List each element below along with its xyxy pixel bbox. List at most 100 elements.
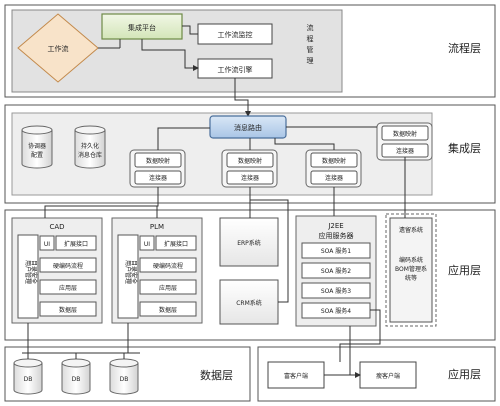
legacy-desc-2: BOM管理系 [395, 265, 427, 273]
data-mapping-label-3: 数据映射 [322, 157, 346, 165]
soa-service-2-label: SOA 服务2 [321, 267, 351, 275]
router-to-adapter-3 [274, 138, 335, 150]
cad-data-box[interactable] [39, 301, 97, 317]
pm-char-3: 管 [307, 45, 314, 54]
db-cylinder-2[interactable]: DB [61, 358, 91, 395]
erp-system-box[interactable] [219, 217, 279, 267]
thin-client-box[interactable] [359, 361, 417, 389]
adapter1-to-cad [44, 187, 159, 218]
soa-service-1-label: SOA 服务1 [321, 247, 351, 255]
cad-app-label: 应用层 [59, 284, 77, 292]
connector-label-2: 连接器 [241, 174, 259, 182]
db-label-1: DB [24, 376, 33, 383]
adapter-group-3: 数据映射 连接器 [305, 149, 362, 188]
layer-label-data: 数据层 [200, 368, 233, 382]
soa-to-fat-client [339, 309, 381, 362]
cad-title: CAD [49, 223, 64, 231]
db-label-2: DB [72, 376, 81, 383]
connector-engine-router [234, 78, 251, 117]
db-cylinder-1[interactable]: DB [13, 358, 43, 395]
connector-box-2[interactable] [226, 170, 274, 185]
plm-title: PLM [150, 223, 164, 231]
cad-ext-box[interactable] [55, 235, 97, 251]
data-mapping-label-1: 数据映射 [146, 157, 170, 165]
soa-service-1-box[interactable] [301, 242, 371, 259]
adapter2-to-crm [249, 187, 289, 303]
cad-ui-label: UI [44, 241, 50, 248]
plm-app-box[interactable] [139, 279, 197, 295]
connector-label-1: 连接器 [149, 174, 167, 182]
workflow-engine-label: 工作流引擎 [218, 65, 253, 74]
legacy-system-box[interactable] [389, 217, 433, 323]
thin-client-label: 瘦客户端 [376, 372, 400, 380]
erp-system-label: ERP系统 [237, 239, 261, 247]
legacy-desc-1: 编码系统 [399, 256, 423, 264]
data-mapping-box-4[interactable] [381, 125, 429, 141]
j2ee-title-2: 应用服务器 [319, 231, 354, 240]
pm-char-1: 流 [307, 23, 314, 32]
pm-char-4: 理 [307, 57, 314, 65]
connector-label-4: 连接器 [396, 147, 414, 155]
message-router-label: 消息路由 [234, 123, 262, 132]
db-label-3: DB [120, 376, 129, 383]
process-management-vertical: 流 程 管 理 [307, 23, 314, 65]
plm-ext-box[interactable] [155, 235, 197, 251]
cad-security-1: 用户管理 [24, 260, 32, 284]
fat-client-box[interactable] [267, 361, 325, 389]
persistence-cylinder[interactable]: 持久化 消息仓库 [74, 125, 106, 169]
cad-ui-box[interactable] [39, 235, 55, 251]
plm-data-label: 数据层 [159, 306, 177, 314]
legacy-system: 遗留系统 编码系统 BOM管理系 统等 [389, 217, 433, 323]
coordinator-cylinder[interactable]: 协调器 配置 [21, 125, 53, 169]
cad-app-box[interactable] [39, 279, 97, 295]
workflow-diamond[interactable] [17, 13, 99, 83]
router-to-adapter-1 [157, 127, 210, 150]
pm-char-2: 程 [307, 34, 314, 43]
fat-client-label: 富客户端 [284, 372, 308, 380]
cad-ext-label: 扩展接口 [64, 240, 88, 248]
data-mapping-label-4: 数据映射 [393, 130, 417, 138]
workflow-label: 工作流 [48, 44, 69, 53]
layer-label-process: 流程层 [448, 41, 481, 55]
plm-data-box[interactable] [139, 301, 197, 317]
adapter-group-4: 数据映射 连接器 [376, 122, 433, 161]
db-cylinder-3[interactable]: DB [109, 358, 139, 395]
cad-security-2: 目录安全 [30, 260, 38, 284]
data-mapping-box-3[interactable] [310, 152, 358, 168]
plm-app-label: 应用层 [159, 284, 177, 292]
plm-ui-box[interactable] [139, 235, 155, 251]
adapter-group-1: 数据映射 连接器 [129, 149, 186, 188]
persistence-line-2: 消息仓库 [78, 151, 102, 159]
cad-app: CAD 用户管理 目录安全 UI 扩展接口 硬编码流程 应用层 数据层 [11, 217, 103, 324]
layer-label-client: 应用层 [448, 367, 481, 381]
crm-system-label: CRM系统 [236, 299, 262, 307]
plm-hardcode-label: 硬编码流程 [153, 262, 183, 270]
crm-system-box[interactable] [219, 279, 279, 325]
connector-box-1[interactable] [134, 170, 182, 185]
plm-security-box[interactable] [117, 234, 139, 319]
coordinator-line-1: 协调器 [28, 142, 46, 150]
soa-service-4-label: SOA 服务4 [321, 307, 351, 315]
j2ee-app-server: J2EE 应用服务器 SOA 服务1 SOA 服务2 SOA 服务3 SOA 服… [295, 215, 377, 327]
plm-hardcode-box[interactable] [139, 257, 197, 273]
plm-ui-label: UI [144, 241, 150, 248]
plm-app: PLM 用户管理 目录安全 UI 扩展接口 硬编码流程 应用层 数据层 [111, 217, 203, 324]
plm-ext-label: 扩展接口 [164, 240, 188, 248]
data-mapping-box-1[interactable] [134, 152, 182, 168]
data-mapping-label-2: 数据映射 [238, 157, 262, 165]
legacy-desc-3: 统等 [405, 274, 417, 282]
connector-box-3[interactable] [310, 170, 358, 185]
cad-data-label: 数据层 [59, 306, 77, 314]
layer-label-application: 应用层 [448, 263, 481, 277]
cad-security-box[interactable] [17, 234, 39, 319]
plm-security-1: 用户管理 [124, 260, 132, 284]
data-mapping-box-2[interactable] [226, 152, 274, 168]
layer-label-integration: 集成层 [448, 141, 481, 155]
soa-service-3-box[interactable] [301, 282, 371, 299]
j2ee-title-1: J2EE [327, 222, 343, 230]
cad-hardcode-label: 硬编码流程 [53, 262, 83, 270]
soa-service-2-box[interactable] [301, 262, 371, 279]
cad-hardcode-box[interactable] [39, 257, 97, 273]
